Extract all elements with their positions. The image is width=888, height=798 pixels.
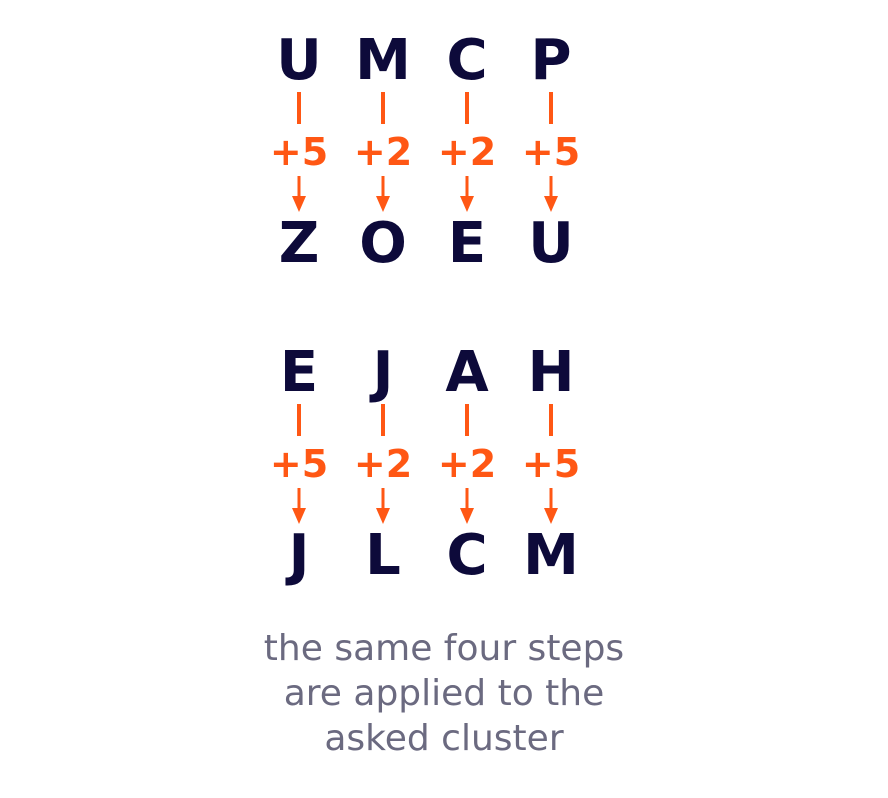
result-letter: L (365, 523, 401, 588)
source-letter: U (276, 28, 322, 93)
result-letter: Z (278, 211, 320, 276)
down-arrow-icon (292, 92, 306, 212)
down-arrow-icon (544, 92, 558, 212)
source-letter: M (355, 28, 411, 93)
source-letter: P (530, 28, 572, 93)
result-letter: O (359, 211, 407, 276)
step-label: +5 (269, 130, 329, 174)
source-letter: H (527, 340, 575, 405)
down-arrow-icon (460, 404, 474, 524)
caption-line: asked cluster (324, 718, 564, 759)
down-arrow-icon (292, 404, 306, 524)
result-letter: J (288, 523, 310, 588)
caption-line: the same four steps (263, 628, 625, 669)
step-label: +2 (437, 130, 497, 174)
result-letter: U (528, 211, 574, 276)
source-letter: J (372, 340, 394, 405)
down-arrow-icon (376, 92, 390, 212)
result-letter: M (523, 523, 579, 588)
step-label: +5 (521, 442, 581, 486)
step-label: +2 (353, 442, 413, 486)
down-arrow-icon (460, 92, 474, 212)
down-arrow-icon (376, 404, 390, 524)
result-letter: E (447, 211, 487, 276)
step-label: +5 (521, 130, 581, 174)
caption-line: are applied to the (283, 673, 605, 714)
result-letter: C (446, 523, 488, 588)
step-label: +2 (353, 130, 413, 174)
source-letter: E (279, 340, 319, 405)
down-arrow-icon (544, 404, 558, 524)
caption: the same four steps are applied to the a… (0, 626, 888, 761)
source-letter: A (445, 340, 489, 405)
step-label: +2 (437, 442, 497, 486)
source-letter: C (446, 28, 488, 93)
step-label: +5 (269, 442, 329, 486)
